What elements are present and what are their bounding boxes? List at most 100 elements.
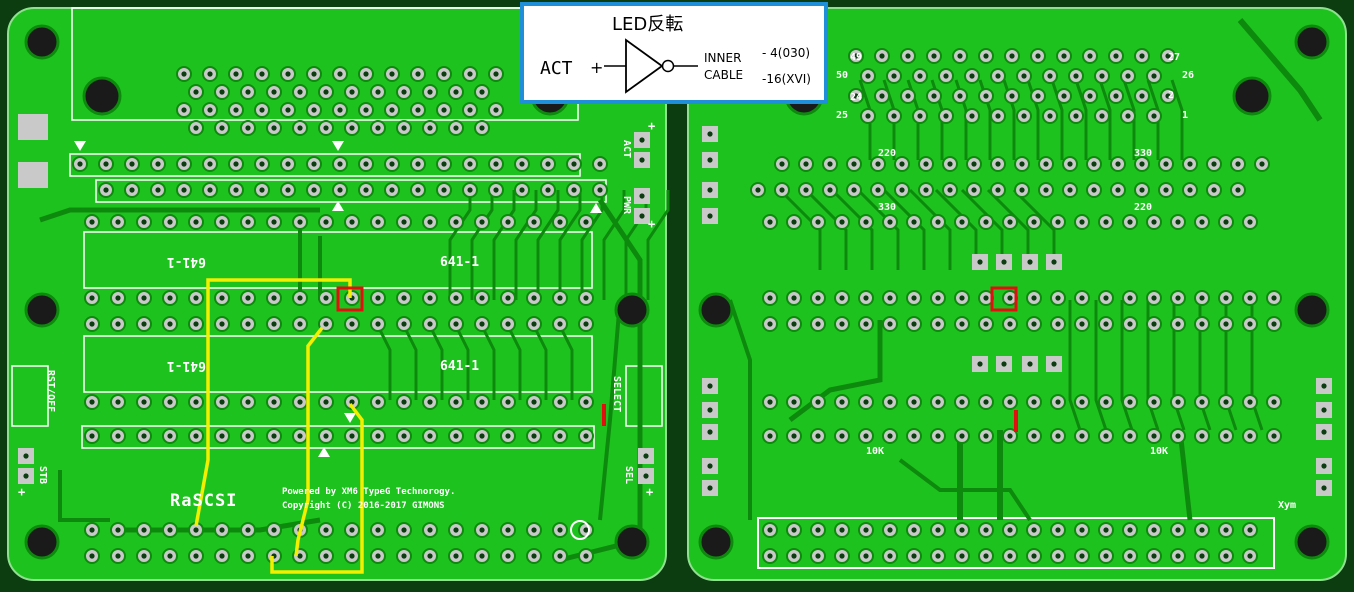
rascsi-logo: RaSCSI [170,491,237,511]
trace [560,329,574,400]
trace [559,198,643,563]
trace [404,329,418,400]
fiducial [570,520,590,540]
rst-switch-outline [11,365,49,427]
pin-label-1: 1 [1182,110,1188,121]
trace [534,329,548,400]
mounting-hole [698,292,734,328]
markers [74,141,602,457]
highlight-box-right [990,286,1018,312]
trace [804,188,848,270]
jumper-wire-2 [294,326,324,557]
trace [856,188,900,270]
plus-act: + [648,119,655,133]
pin-label-25: 25 [836,110,848,121]
resistor-label-330-a: 330 [1134,148,1152,159]
trace [1050,79,1064,160]
mounting-hole [24,292,60,328]
trace [1026,79,1040,160]
trace [514,190,538,300]
sel-label: SEL [623,466,634,484]
power-connector [18,162,48,188]
jumper-wire-3 [270,402,364,574]
act-label: ACT [621,140,632,158]
power-connector [18,114,48,140]
led-invert-callout: LED反転 ACT + INNER CABLE - 4(030) -16(XVI… [520,2,828,104]
plus-pwr: + [648,217,655,231]
trace [1068,300,1082,431]
trace [482,329,496,400]
powered-text: Powered by XM6 TypeG Technorogy. [282,487,455,497]
chip-label-top-left: 641-1 [167,254,206,269]
trace [1122,79,1136,160]
connector-hole [82,76,122,116]
copyright-text: Copyright (C) 2016-2017 GIMONS [282,500,445,511]
chip-label-bottom-right: 641-1 [440,359,479,374]
mounting-hole [24,524,60,560]
highlight-box-left [336,286,364,312]
trace [646,190,670,300]
pin-label-49: 49 [850,52,862,63]
trace [58,470,110,522]
select-switch-outline [625,365,663,427]
pin1-marker [318,447,330,457]
resistor-label-10k-b: 10K [1150,446,1168,457]
mounting-hole [614,524,650,560]
pin1-marker [332,201,344,211]
pin-label-24: 24 [850,92,862,103]
header-bottom-outline [81,425,595,449]
resistor-label-330-b: 330 [878,202,896,213]
pin1-marker [74,141,86,151]
pin-label-2: 2 [1168,90,1174,101]
callout-title: LED反転 [612,14,684,35]
mounting-hole [1294,524,1330,560]
callout-inner-label: INNER [704,51,742,65]
trace [536,190,560,300]
trace [1074,79,1088,160]
trace [39,207,320,223]
mounting-hole [1294,292,1330,328]
callout-cable-label: CABLE [704,68,744,82]
trace [778,188,822,270]
trace [1120,300,1134,431]
trace [430,329,444,400]
pin-label-26: 26 [1182,70,1194,81]
rst-label: RST/OFF [45,370,56,412]
trace [1170,79,1184,160]
trace [456,329,470,400]
callout-act-label: ACT [540,58,573,79]
xym-label: Xym [1278,500,1296,511]
mounting-hole [1294,24,1330,60]
pin1-marker [590,203,602,213]
resistor-label-10k-a: 10K [866,446,884,457]
callout-plus: + [590,58,604,77]
trace [788,320,883,422]
pin1-marker [332,141,344,151]
pin-label-27: 27 [1168,52,1180,63]
mounting-hole [698,524,734,560]
trace [1098,79,1112,160]
pads [18,24,1332,564]
trace [598,299,622,521]
trace [1094,300,1108,431]
connector-hole [1232,76,1272,116]
pin1-marker [344,413,356,423]
trace [908,188,952,270]
trace [558,190,582,300]
cut-mark-left [602,404,606,426]
trace [830,188,874,270]
select-label: SELECT [611,376,622,412]
pin-label-50: 50 [836,70,848,81]
pwr-label: PWR [621,196,632,215]
resistor-label-220-a: 220 [878,148,896,159]
stb-label: STB [37,466,48,484]
trace [1237,18,1323,122]
trace [728,299,752,520]
right-header-outline [757,517,1275,569]
callout-pin-030: - 4(030) [762,46,811,60]
chip-label-top-right: 641-1 [440,255,479,270]
resistor-label-220-b: 220 [1134,202,1152,213]
trace [508,329,522,400]
